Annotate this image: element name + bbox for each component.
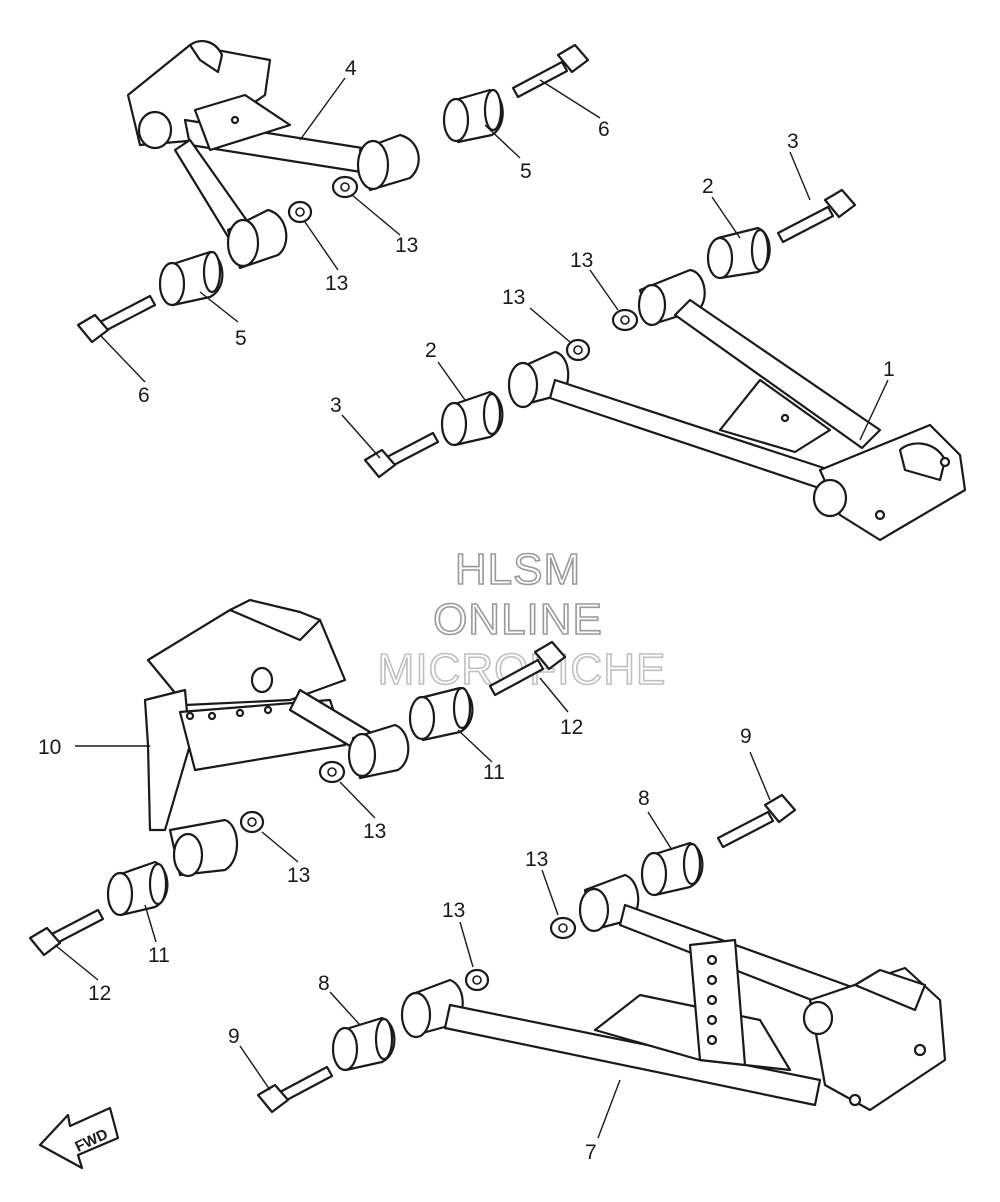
part-12-bolt-middle[interactable] bbox=[488, 640, 567, 697]
callout-5-left: 5 bbox=[235, 327, 247, 350]
watermark-line-3: MICROFICHE bbox=[378, 645, 667, 694]
part-2-bushing-middle[interactable] bbox=[440, 390, 504, 447]
callout-3-right: 3 bbox=[787, 130, 799, 153]
callout-13-top-a: 13 bbox=[395, 234, 418, 257]
callout-3-middle: 3 bbox=[330, 394, 342, 417]
part-5-bushing-left[interactable] bbox=[158, 250, 224, 307]
callout-13-bottom-c: 13 bbox=[525, 848, 548, 871]
callout-11-middle: 11 bbox=[483, 761, 505, 784]
callout-12-left: 12 bbox=[88, 982, 111, 1005]
watermark-line-1: HLSM bbox=[455, 545, 581, 594]
callout-5-top: 5 bbox=[520, 160, 532, 183]
part-3-bolt-right[interactable] bbox=[776, 188, 857, 244]
watermark: HLSM ONLINE MICROFICHE bbox=[377, 544, 667, 695]
part-12-bolt-left[interactable] bbox=[28, 908, 105, 957]
callout-8-right: 8 bbox=[638, 787, 650, 810]
callout-13-right-a: 13 bbox=[570, 249, 593, 272]
part-13-nut-top-b[interactable] bbox=[287, 200, 313, 224]
part-13-nut-bottom-d[interactable] bbox=[464, 968, 490, 992]
part-13-nut-bottom-b[interactable] bbox=[239, 810, 265, 834]
part-5-bushing-top[interactable] bbox=[442, 88, 504, 144]
part-13-nut-bottom-c[interactable] bbox=[549, 916, 577, 940]
callout-2-middle: 2 bbox=[425, 339, 437, 362]
callout-6-top: 6 bbox=[598, 118, 610, 141]
callout-13-right-b: 13 bbox=[502, 286, 525, 309]
callout-4: 4 bbox=[345, 57, 357, 80]
callout-13-bottom-a: 13 bbox=[363, 820, 386, 843]
callout-2-right: 2 bbox=[702, 175, 714, 198]
callout-1: 1 bbox=[883, 358, 895, 381]
part-10-upper-arm[interactable] bbox=[143, 598, 410, 878]
callout-12-middle: 12 bbox=[560, 716, 583, 739]
leader-lines-bottom bbox=[54, 677, 771, 1139]
part-11-bushing-left[interactable] bbox=[106, 860, 169, 917]
part-11-bushing-middle[interactable] bbox=[408, 686, 474, 742]
part-8-bushing-bottom[interactable] bbox=[331, 1016, 396, 1072]
callout-10: 10 bbox=[38, 736, 61, 759]
part-13-nut-right-b[interactable] bbox=[565, 338, 591, 362]
part-1-lower-arm[interactable] bbox=[507, 268, 967, 542]
part-6-bolt-left[interactable] bbox=[76, 294, 157, 344]
callout-9-bottom: 9 bbox=[228, 1025, 240, 1048]
part-13-nut-top-a[interactable] bbox=[331, 175, 359, 199]
part-2-bushing-right[interactable] bbox=[706, 226, 771, 280]
part-6-bolt-top[interactable] bbox=[511, 43, 590, 99]
part-7-lower-arm[interactable] bbox=[400, 873, 947, 1112]
callout-7: 7 bbox=[585, 1141, 597, 1164]
fwd-arrow-icon: FWD bbox=[38, 1106, 120, 1170]
callout-8-bottom: 8 bbox=[318, 972, 330, 995]
part-4-upper-arm[interactable] bbox=[126, 40, 420, 270]
callout-9-right: 9 bbox=[740, 725, 752, 748]
callout-6-left: 6 bbox=[138, 384, 150, 407]
part-13-nut-right-a[interactable] bbox=[611, 308, 639, 332]
callout-11-left: 11 bbox=[148, 944, 170, 967]
callout-13-bottom-d: 13 bbox=[442, 899, 465, 922]
leader-lines-top bbox=[99, 77, 889, 459]
part-13-nut-bottom-a[interactable] bbox=[318, 760, 346, 784]
part-9-bolt-right[interactable] bbox=[716, 793, 797, 849]
part-3-bolt-middle[interactable] bbox=[363, 431, 440, 479]
watermark-line-2: ONLINE bbox=[433, 595, 603, 644]
part-8-bushing-right[interactable] bbox=[640, 841, 704, 897]
callout-13-bottom-b: 13 bbox=[287, 864, 310, 887]
callout-13-top-b: 13 bbox=[325, 272, 348, 295]
